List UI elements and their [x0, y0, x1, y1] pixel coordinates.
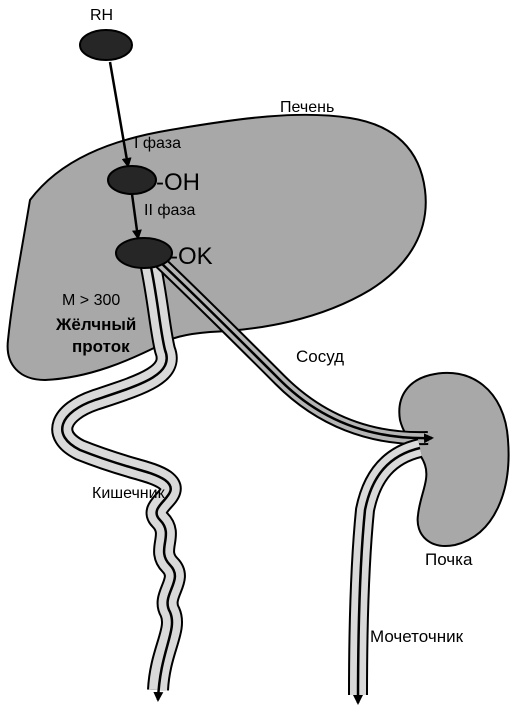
label-bile-duct-line1: Жёлчный: [55, 315, 136, 334]
label-vessel: Сосуд: [296, 347, 344, 366]
label-bile-duct-line2: проток: [72, 337, 130, 356]
label-kidney: Почка: [425, 550, 473, 569]
label-phase2: II фаза: [144, 202, 196, 219]
label-oh-group: -OH: [156, 169, 200, 196]
arrow-rh-to-oh: [108, 61, 132, 168]
label-ok-group: -OK: [170, 243, 213, 270]
vessel-flow-arrow: [159, 261, 434, 444]
label-substance: RH: [90, 7, 113, 24]
label-ureter: Мочеточник: [370, 627, 464, 646]
ureter-flow-arrow: [353, 446, 421, 705]
label-liver: Печень: [280, 99, 334, 116]
label-intestine: Кишечник: [92, 485, 166, 502]
molecule-rh: [79, 29, 133, 61]
molecule-oh: [107, 165, 157, 195]
kidney-shape: [398, 371, 510, 547]
molecule-ok: [115, 237, 173, 269]
liver-shape: [6, 113, 427, 382]
label-mass-threshold: M > 300: [62, 292, 120, 309]
label-phase1: I фаза: [134, 135, 181, 152]
bile-flow-arrow: [61, 261, 177, 702]
arrow-oh-to-ok: [130, 193, 142, 240]
